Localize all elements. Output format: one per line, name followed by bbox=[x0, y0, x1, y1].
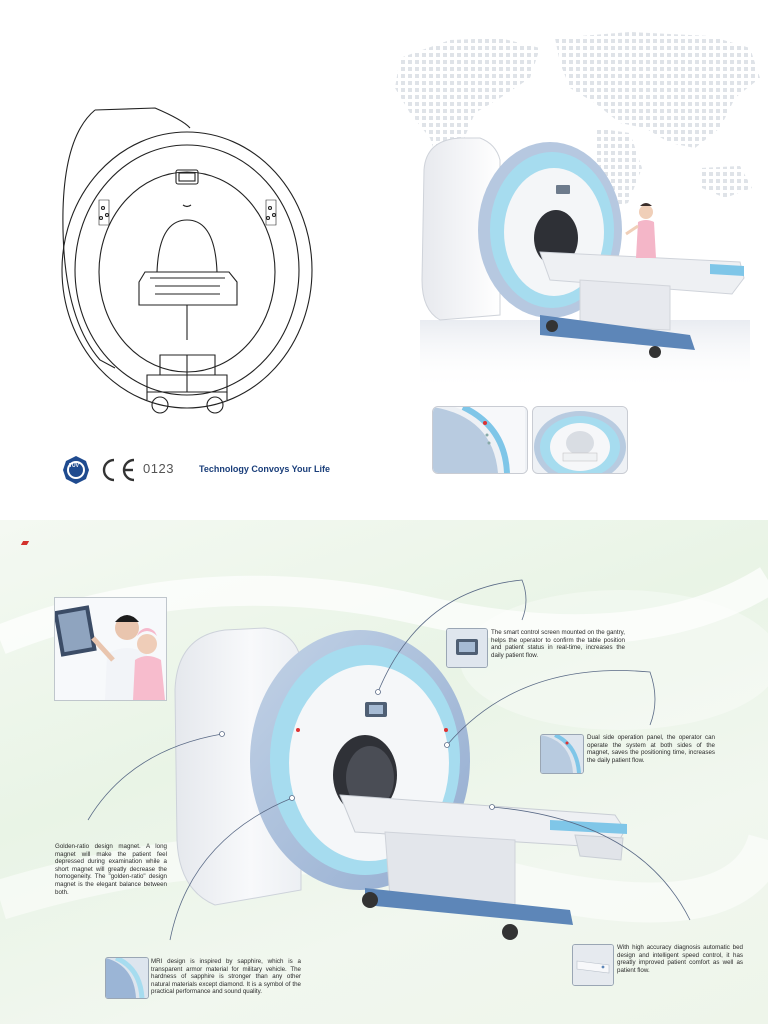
operation-panel-thumbnail bbox=[540, 734, 584, 774]
detail-thumbnail-bore bbox=[532, 406, 628, 474]
control-screen-thumbnail bbox=[446, 628, 488, 668]
mri-scanner-main-photo bbox=[174, 627, 627, 940]
callout-sapphire-text: MRI design is inspired by sapphire, whic… bbox=[151, 958, 301, 996]
callout-golden-ratio-text: Golden-ratio design magnet. A long magne… bbox=[55, 843, 167, 896]
sapphire-design-thumbnail bbox=[105, 957, 149, 999]
callout-dual-panel-text: Dual side operation panel, the operator … bbox=[587, 734, 715, 764]
slogan: Technology Convoys Your Life bbox=[199, 464, 331, 474]
tuv-logo-text: TÜV bbox=[69, 463, 79, 469]
certification-logos bbox=[63, 456, 135, 484]
mri-line-drawing bbox=[61, 107, 313, 414]
doctor-nurse-photo bbox=[54, 597, 167, 701]
callout-leader-lines bbox=[87, 579, 691, 941]
callout-auto-bed-text: With high accuracy diagnosis automatic b… bbox=[617, 944, 743, 974]
callout-control-screen-text: The smart control screen mounted on the … bbox=[491, 629, 625, 659]
automatic-bed-thumbnail bbox=[572, 944, 614, 986]
detail-thumbnail-panel bbox=[432, 406, 528, 474]
mri-scanner-photo bbox=[420, 137, 750, 390]
certification-number: 0123 bbox=[143, 461, 174, 476]
